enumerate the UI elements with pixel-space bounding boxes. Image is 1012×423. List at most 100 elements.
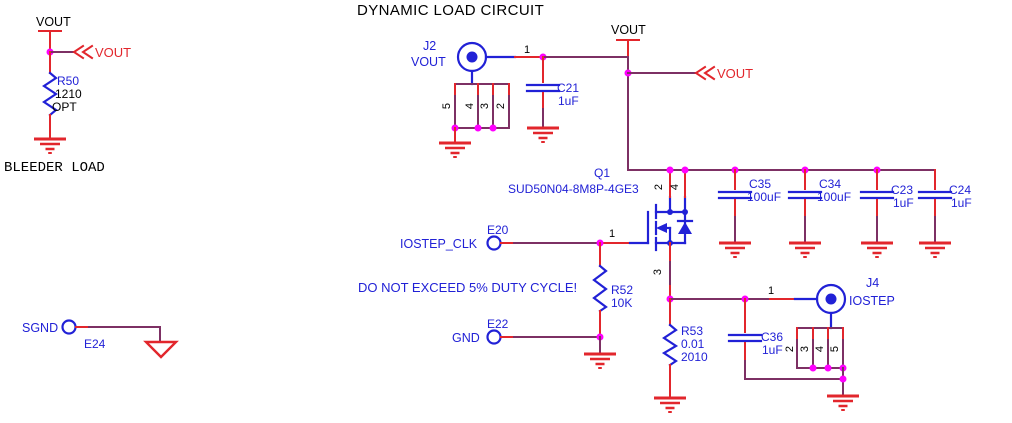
q1-part-number: SUD50N04-8M8P-4GE3 — [508, 182, 639, 196]
r53-refdes: R53 — [681, 324, 703, 338]
junction-dot — [681, 166, 689, 174]
j2-shield-pin-number: 5 — [441, 103, 453, 109]
c36-refdes: C36 — [761, 330, 783, 344]
iostep-section: 1 R53 0.01 2010 C36 1uF J4 IOSTEP — [652, 276, 895, 414]
gnd-net-label: GND — [452, 331, 480, 345]
e24-designator: E24 — [84, 337, 106, 351]
j2-shield-box — [454, 83, 510, 129]
j2-shield-pin-number: 4 — [464, 103, 476, 109]
resistor-body — [661, 323, 679, 367]
gate-drive-section: IOSTEP_CLK E20 DO NOT EXCEED 5% DUTY CYC… — [358, 223, 633, 370]
j4-shield-pin-number: 2 — [784, 346, 796, 352]
body-diode — [678, 222, 692, 234]
offpage-flag-vout-left: VOUT — [72, 44, 131, 60]
offpage-label: VOUT — [95, 45, 131, 60]
c23-value: 1uF — [893, 196, 914, 210]
j4-refdes: J4 — [866, 276, 879, 290]
resistor-r53: R53 0.01 2010 — [652, 298, 708, 414]
r52-value: 10K — [611, 296, 632, 310]
c35-refdes: C35 — [749, 177, 771, 191]
j4-center-pin — [825, 293, 837, 305]
q1-refdes: Q1 — [594, 166, 610, 180]
j2-refdes: J2 — [423, 39, 436, 53]
r50-value: 1210 — [55, 87, 82, 101]
sgnd-net-label: SGND — [22, 321, 58, 335]
offpage-flag-vout-right: VOUT — [694, 65, 753, 81]
resistor-body — [42, 71, 58, 117]
capacitor-c23: C23 1uF — [859, 169, 914, 259]
r50-refdes: R50 — [57, 74, 79, 88]
c23-refdes: C23 — [891, 183, 913, 197]
j4-shield-pin-number: 4 — [814, 346, 826, 352]
j4-shield: 2 3 4 5 — [784, 311, 861, 412]
vout-power-label: VOUT — [611, 23, 646, 37]
ground-symbol — [825, 394, 861, 412]
e20-designator: E20 — [487, 223, 509, 237]
j4-shield-pin-number: 3 — [799, 346, 811, 352]
ground-symbol — [652, 396, 688, 414]
j4-shield-pin-number: 5 — [829, 346, 841, 352]
j4-shield-box — [796, 327, 844, 369]
j2-section: J2 VOUT 1 5 4 3 2 — [411, 39, 629, 159]
e22-designator: E22 — [487, 317, 509, 331]
earth-triangle-symbol — [143, 340, 179, 359]
terminal-e20 — [486, 235, 502, 251]
resistor-body — [592, 264, 608, 313]
r53-value: 0.01 — [681, 337, 705, 351]
vout-power-label: VOUT — [36, 15, 71, 29]
j2-shield-pin-number: 3 — [479, 103, 491, 109]
q1-drain-pin-number: 4 — [669, 184, 681, 190]
iostep-clk-net-label: IOSTEP_CLK — [400, 237, 478, 251]
offpage-label: VOUT — [717, 66, 753, 81]
ground-symbol — [525, 126, 561, 144]
terminal-e22 — [486, 329, 502, 345]
c24-refdes: C24 — [949, 183, 971, 197]
sgnd-section: SGND E24 — [22, 319, 179, 359]
vout-feed: VOUT VOUT — [611, 23, 936, 171]
wire — [88, 326, 161, 343]
terminal-e24 — [61, 319, 77, 335]
c34-refdes: C34 — [819, 177, 841, 191]
ground-symbol — [437, 141, 473, 159]
ground-symbol — [717, 241, 753, 259]
junction-dot — [666, 166, 674, 174]
r53-footprint: 2010 — [681, 350, 708, 364]
output-caps-section: C35 100uF C34 100uF C23 1uF — [717, 166, 972, 259]
j4-net-label: IOSTEP — [849, 294, 895, 308]
capacitor-c36: C36 1uF — [727, 298, 844, 380]
ground-symbol — [787, 241, 823, 259]
j2-shield-pin-number: 2 — [495, 103, 507, 109]
c21-value: 1uF — [558, 94, 579, 108]
c36-value: 1uF — [762, 343, 783, 357]
c34-value: 100uF — [817, 190, 851, 204]
ground-symbol — [917, 241, 953, 259]
j2-center-pin — [466, 51, 478, 63]
resistor-r52: R52 10K — [592, 242, 633, 338]
bleeder-load-section: VOUT VOUT R50 1210 OPT BLEEDER LOAD — [4, 15, 131, 176]
r52-refdes: R52 — [611, 283, 633, 297]
offpage-chevron-icon — [694, 65, 716, 81]
j2-net-label: VOUT — [411, 55, 446, 69]
j2-shield: 5 4 3 2 — [437, 69, 510, 159]
c24-value: 1uF — [951, 196, 972, 210]
q1-source-pin-number: 3 — [652, 269, 664, 275]
c21-refdes: C21 — [557, 81, 579, 95]
q1-gate-pin-number: 1 — [609, 228, 615, 240]
r50-note: OPT — [52, 100, 77, 114]
duty-cycle-warning: DO NOT EXCEED 5% DUTY CYCLE! — [358, 280, 577, 295]
mosfet-body-arrow — [656, 223, 667, 233]
capacitor-c35: C35 100uF — [717, 169, 781, 259]
ground-symbol — [582, 352, 618, 370]
junction-dot — [839, 375, 847, 383]
j4-pin1-number: 1 — [768, 285, 774, 297]
capacitor-c34: C34 100uF — [787, 169, 851, 259]
offpage-chevron-icon — [72, 44, 94, 60]
j2-pin1-number: 1 — [524, 44, 530, 56]
capacitor-c24: C24 1uF — [917, 169, 972, 259]
resistor-r50: R50 1210 OPT — [42, 51, 82, 138]
mosfet-q1: Q1 SUD50N04-8M8P-4GE3 1 2 4 — [508, 166, 694, 300]
page-title: DYNAMIC LOAD CIRCUIT — [357, 2, 544, 19]
c35-value: 100uF — [747, 190, 781, 204]
